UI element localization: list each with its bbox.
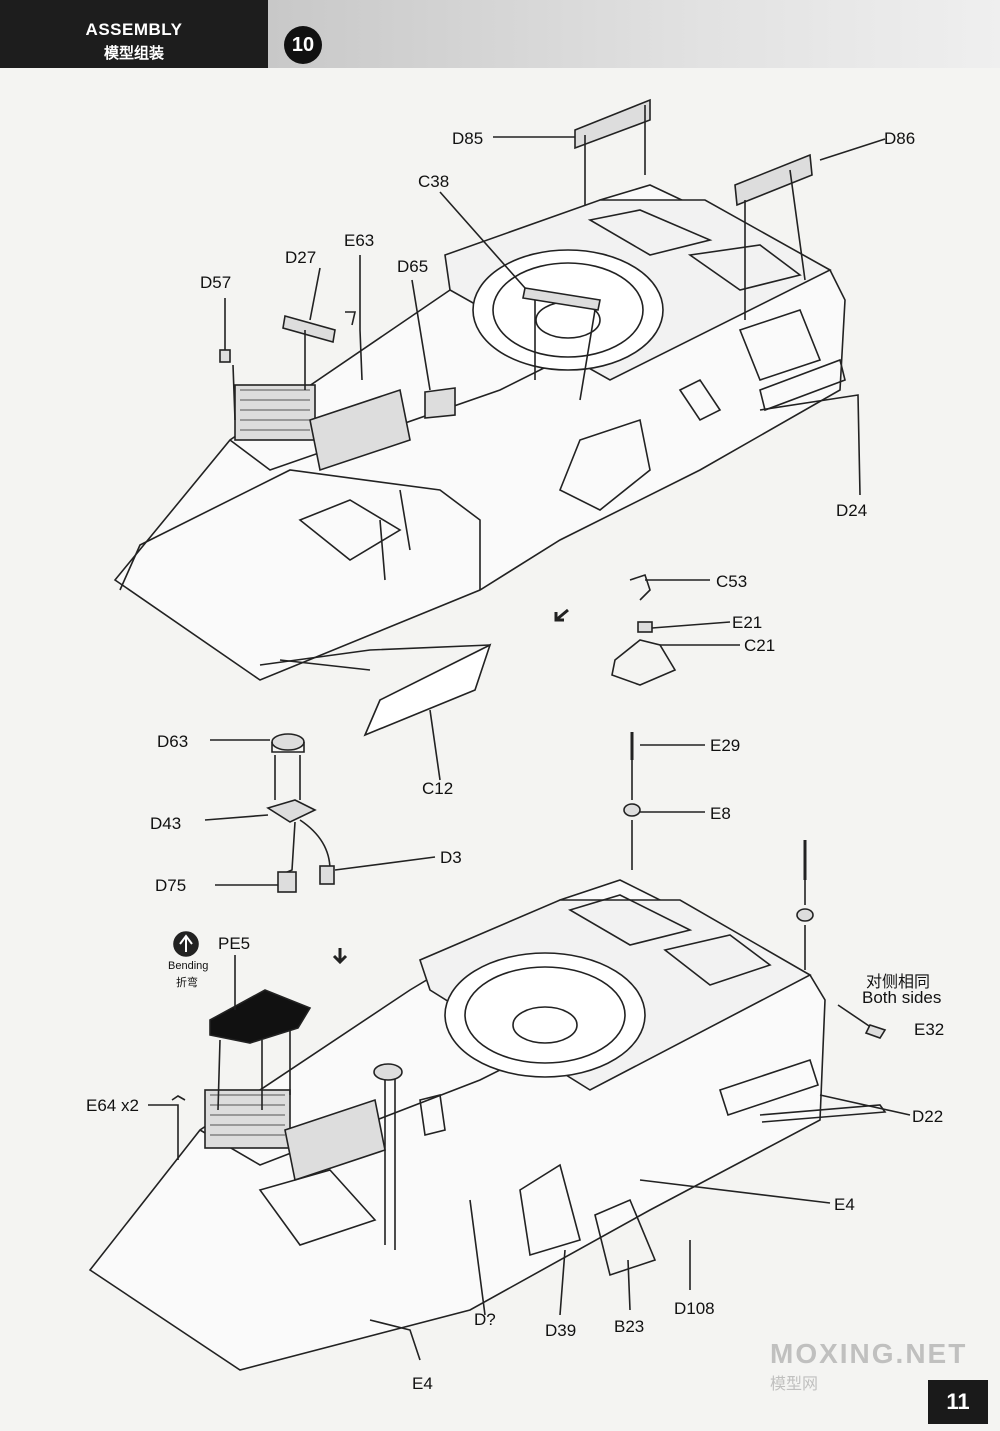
label-d43: D43 xyxy=(150,814,182,833)
label-e4-bottom: E4 xyxy=(412,1374,433,1393)
label-e4-right: E4 xyxy=(834,1195,855,1214)
label-d39: D39 xyxy=(545,1321,577,1340)
label-d63: D63 xyxy=(157,732,189,751)
label-d85: D85 xyxy=(452,129,484,148)
label-c21: C21 xyxy=(744,636,776,655)
header-title-en: ASSEMBLY xyxy=(85,20,183,39)
front-plate xyxy=(363,643,492,737)
watermark-zh: 模型网 xyxy=(770,1374,819,1393)
page-number: 11 xyxy=(928,1380,988,1424)
label-e8: E8 xyxy=(710,804,731,823)
label-b23: B23 xyxy=(614,1317,645,1336)
label-d24: D24 xyxy=(836,501,868,520)
assembly-header: ASSEMBLY 模型组装 xyxy=(0,0,268,68)
label-e63: E63 xyxy=(344,231,375,250)
header-bar xyxy=(268,0,1000,68)
label-d65: D65 xyxy=(397,257,429,276)
label-d22: D22 xyxy=(912,1107,944,1126)
label-c38: C38 xyxy=(418,172,450,191)
step-number-badge: 10 xyxy=(284,26,322,64)
label-e32: E32 xyxy=(914,1020,945,1039)
label-bending-zh: 折弯 xyxy=(176,976,198,989)
label-d108: D108 xyxy=(674,1299,715,1318)
label-d75: D75 xyxy=(155,876,187,895)
label-e29: E29 xyxy=(710,736,741,755)
label-c12: C12 xyxy=(422,779,454,798)
label-d57: D57 xyxy=(200,273,232,292)
label-both-sides-en: Both sides xyxy=(862,988,942,1007)
watermark: MOXING.NET xyxy=(770,1338,968,1369)
label-d-question: D? xyxy=(474,1310,496,1329)
label-pe5: PE5 xyxy=(218,934,251,953)
label-d27: D27 xyxy=(285,248,317,267)
label-e21: E21 xyxy=(732,613,763,632)
pe5-part xyxy=(209,989,312,1044)
label-d86: D86 xyxy=(884,129,916,148)
label-d3: D3 xyxy=(440,848,462,867)
label-bending-en: Bending xyxy=(168,960,209,972)
turret-ring-top xyxy=(472,249,664,371)
header-title-zh: 模型组装 xyxy=(103,44,164,62)
label-both-sides-zh: 对侧相同 xyxy=(866,972,931,991)
label-e64x2: E64 x2 xyxy=(86,1096,139,1115)
label-c53: C53 xyxy=(716,572,748,591)
turret-ring-bottom xyxy=(444,952,646,1078)
